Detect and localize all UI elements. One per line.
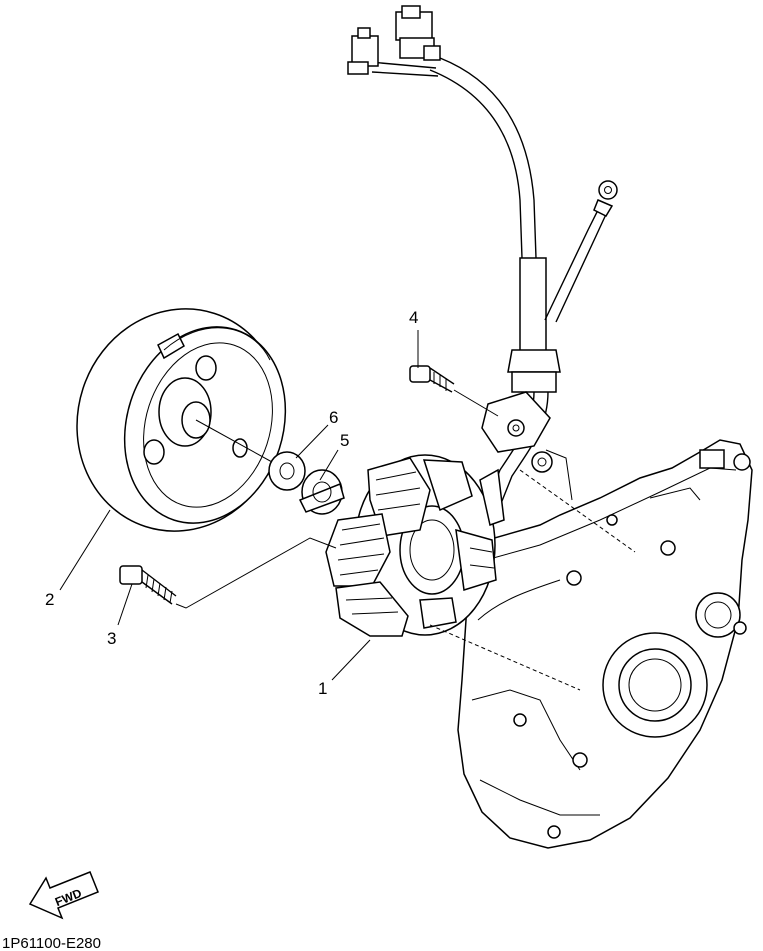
- wire-clamp: [481, 391, 553, 473]
- callout-2: 2: [45, 590, 54, 609]
- crankcase-cover: [457, 439, 753, 849]
- stator-assembly: [325, 454, 505, 637]
- key-bearing: [298, 469, 345, 515]
- assembly-lines: [175, 389, 636, 691]
- drawing-code: 1P61100-E280: [2, 935, 101, 951]
- screw-part-4: [409, 365, 455, 393]
- connector-plug-large: [395, 5, 441, 61]
- callout-5: 5: [340, 431, 349, 450]
- leader-lines: [59, 330, 419, 681]
- connector-plug-small: [347, 27, 379, 75]
- ground-wire: [544, 180, 618, 323]
- callout-3: 3: [107, 629, 116, 648]
- washer-plate: [268, 451, 306, 491]
- callout-6: 6: [329, 408, 338, 427]
- callout-4: 4: [409, 308, 418, 327]
- flywheel-rotor: [76, 308, 287, 532]
- bolt-part-3: [119, 565, 177, 605]
- forward-arrow-icon: FWD: [28, 871, 99, 920]
- callout-1: 1: [318, 679, 327, 698]
